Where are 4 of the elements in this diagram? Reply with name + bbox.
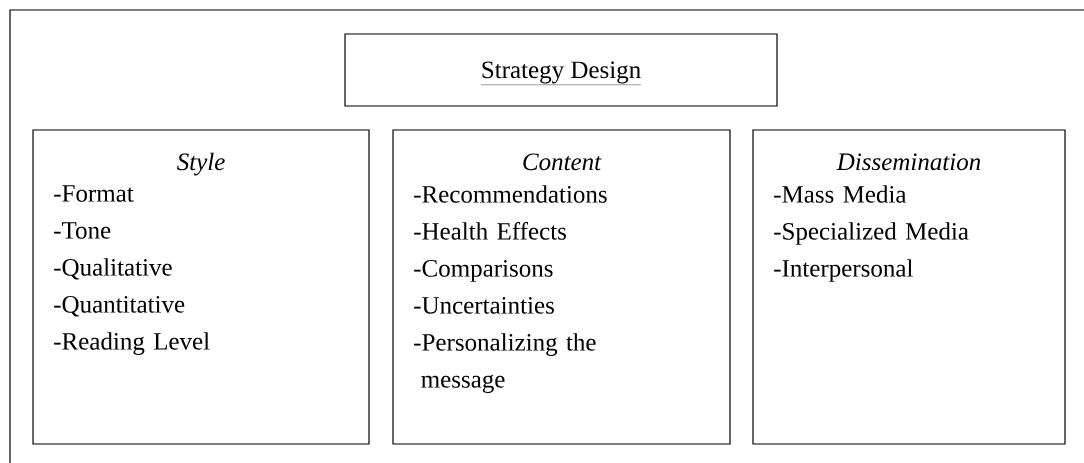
list-box: Style -Format -Tone -Qualitative -Quantitative -Reading Level	[32, 129, 370, 445]
title-box: Strategy Design	[344, 33, 778, 107]
list-box: Dissemination -Mass Media -Specialized Media -Interpersonal	[752, 129, 1066, 445]
list-box: Content -Recommendations -Health Effects -Comparisons -Uncertainties -Personalizing the message	[392, 129, 731, 445]
